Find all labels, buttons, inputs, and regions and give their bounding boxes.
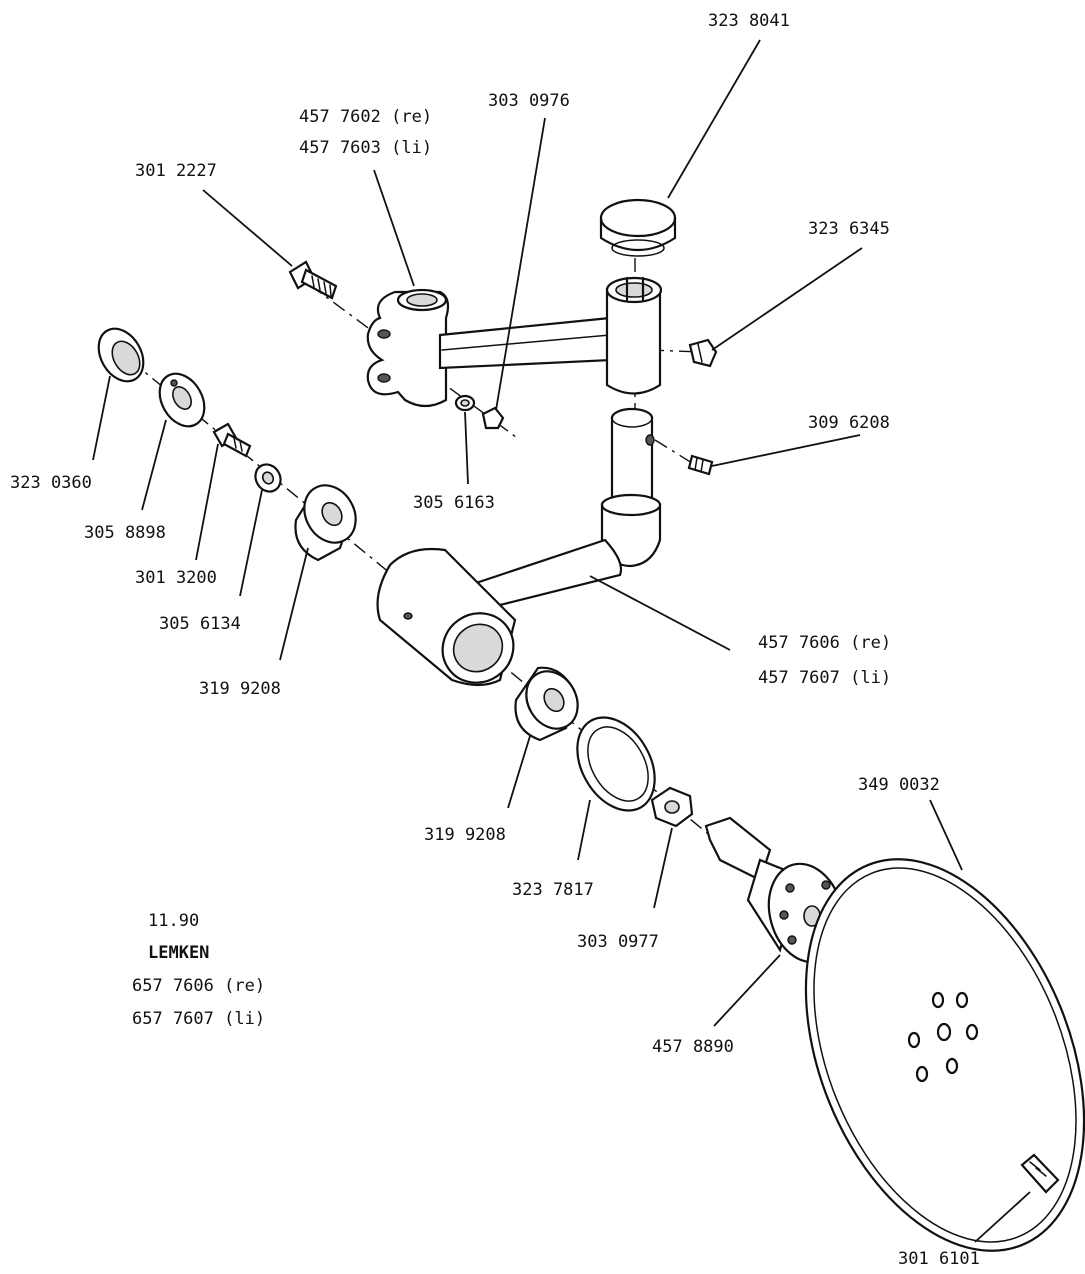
- label-bearing-left: 319 9208: [199, 679, 281, 699]
- top-bolt: [288, 260, 338, 300]
- label-nut-small: 303 0976: [488, 91, 570, 111]
- disc-blade: [804, 858, 1085, 1252]
- clamp-bracket: [366, 288, 614, 408]
- dust-cap: [97, 327, 145, 383]
- label-cap-top: 323 8041: [708, 11, 790, 31]
- disc-bolt: [1020, 1153, 1060, 1194]
- label-retainer: 305 8898: [84, 523, 166, 543]
- label-pin: 309 6208: [808, 413, 890, 433]
- lower-post-arm: [468, 407, 662, 612]
- label-arm-li: 457 7607 (li): [758, 668, 891, 688]
- part-labels: 323 8041 457 7602 (re) 457 7603 (li) 303…: [10, 11, 980, 1269]
- top-cap: [599, 198, 677, 257]
- plug: [688, 338, 718, 368]
- note-assembly-re: 657 7606 (re): [132, 976, 265, 996]
- label-bolt-top: 301 2227: [135, 161, 217, 181]
- pin: [687, 454, 714, 476]
- label-bearing-right: 319 9208: [424, 825, 506, 845]
- label-arm-re: 457 7606 (re): [758, 633, 891, 653]
- washer: [254, 463, 282, 493]
- label-bracket-li: 457 7603 (li): [299, 138, 432, 158]
- upper-tube: [605, 276, 663, 395]
- bearing-right: [514, 666, 579, 742]
- label-washer: 305 6134: [159, 614, 241, 634]
- label-bolt-disc: 301 6101: [898, 1249, 980, 1269]
- retainer-ring: [158, 372, 206, 428]
- label-bracket-re: 457 7602 (re): [299, 107, 432, 127]
- note-brand: LEMKEN: [148, 943, 209, 963]
- label-seal: 323 7817: [512, 880, 594, 900]
- hub-nut: [650, 786, 694, 828]
- note-date: 11.90: [148, 911, 199, 931]
- label-nut-hub: 303 0977: [577, 932, 659, 952]
- hub-tube: [376, 547, 517, 687]
- notes-block: 11.90 LEMKEN 657 7606 (re) 657 7607 (li): [132, 911, 265, 1029]
- seal-ring: [576, 716, 656, 812]
- hub-bolt: [212, 422, 252, 458]
- label-washer-small: 305 6163: [413, 493, 495, 513]
- label-dust-cap: 323 0360: [10, 473, 92, 493]
- label-disc: 349 0032: [858, 775, 940, 795]
- label-plug: 323 6345: [808, 219, 890, 239]
- leader-lines: [92, 39, 1031, 1243]
- label-bolt-small: 301 3200: [135, 568, 217, 588]
- bearing-left: [294, 484, 357, 562]
- label-hub: 457 8890: [652, 1037, 734, 1057]
- small-nut-washer: [454, 394, 505, 430]
- note-assembly-li: 657 7607 (li): [132, 1009, 265, 1029]
